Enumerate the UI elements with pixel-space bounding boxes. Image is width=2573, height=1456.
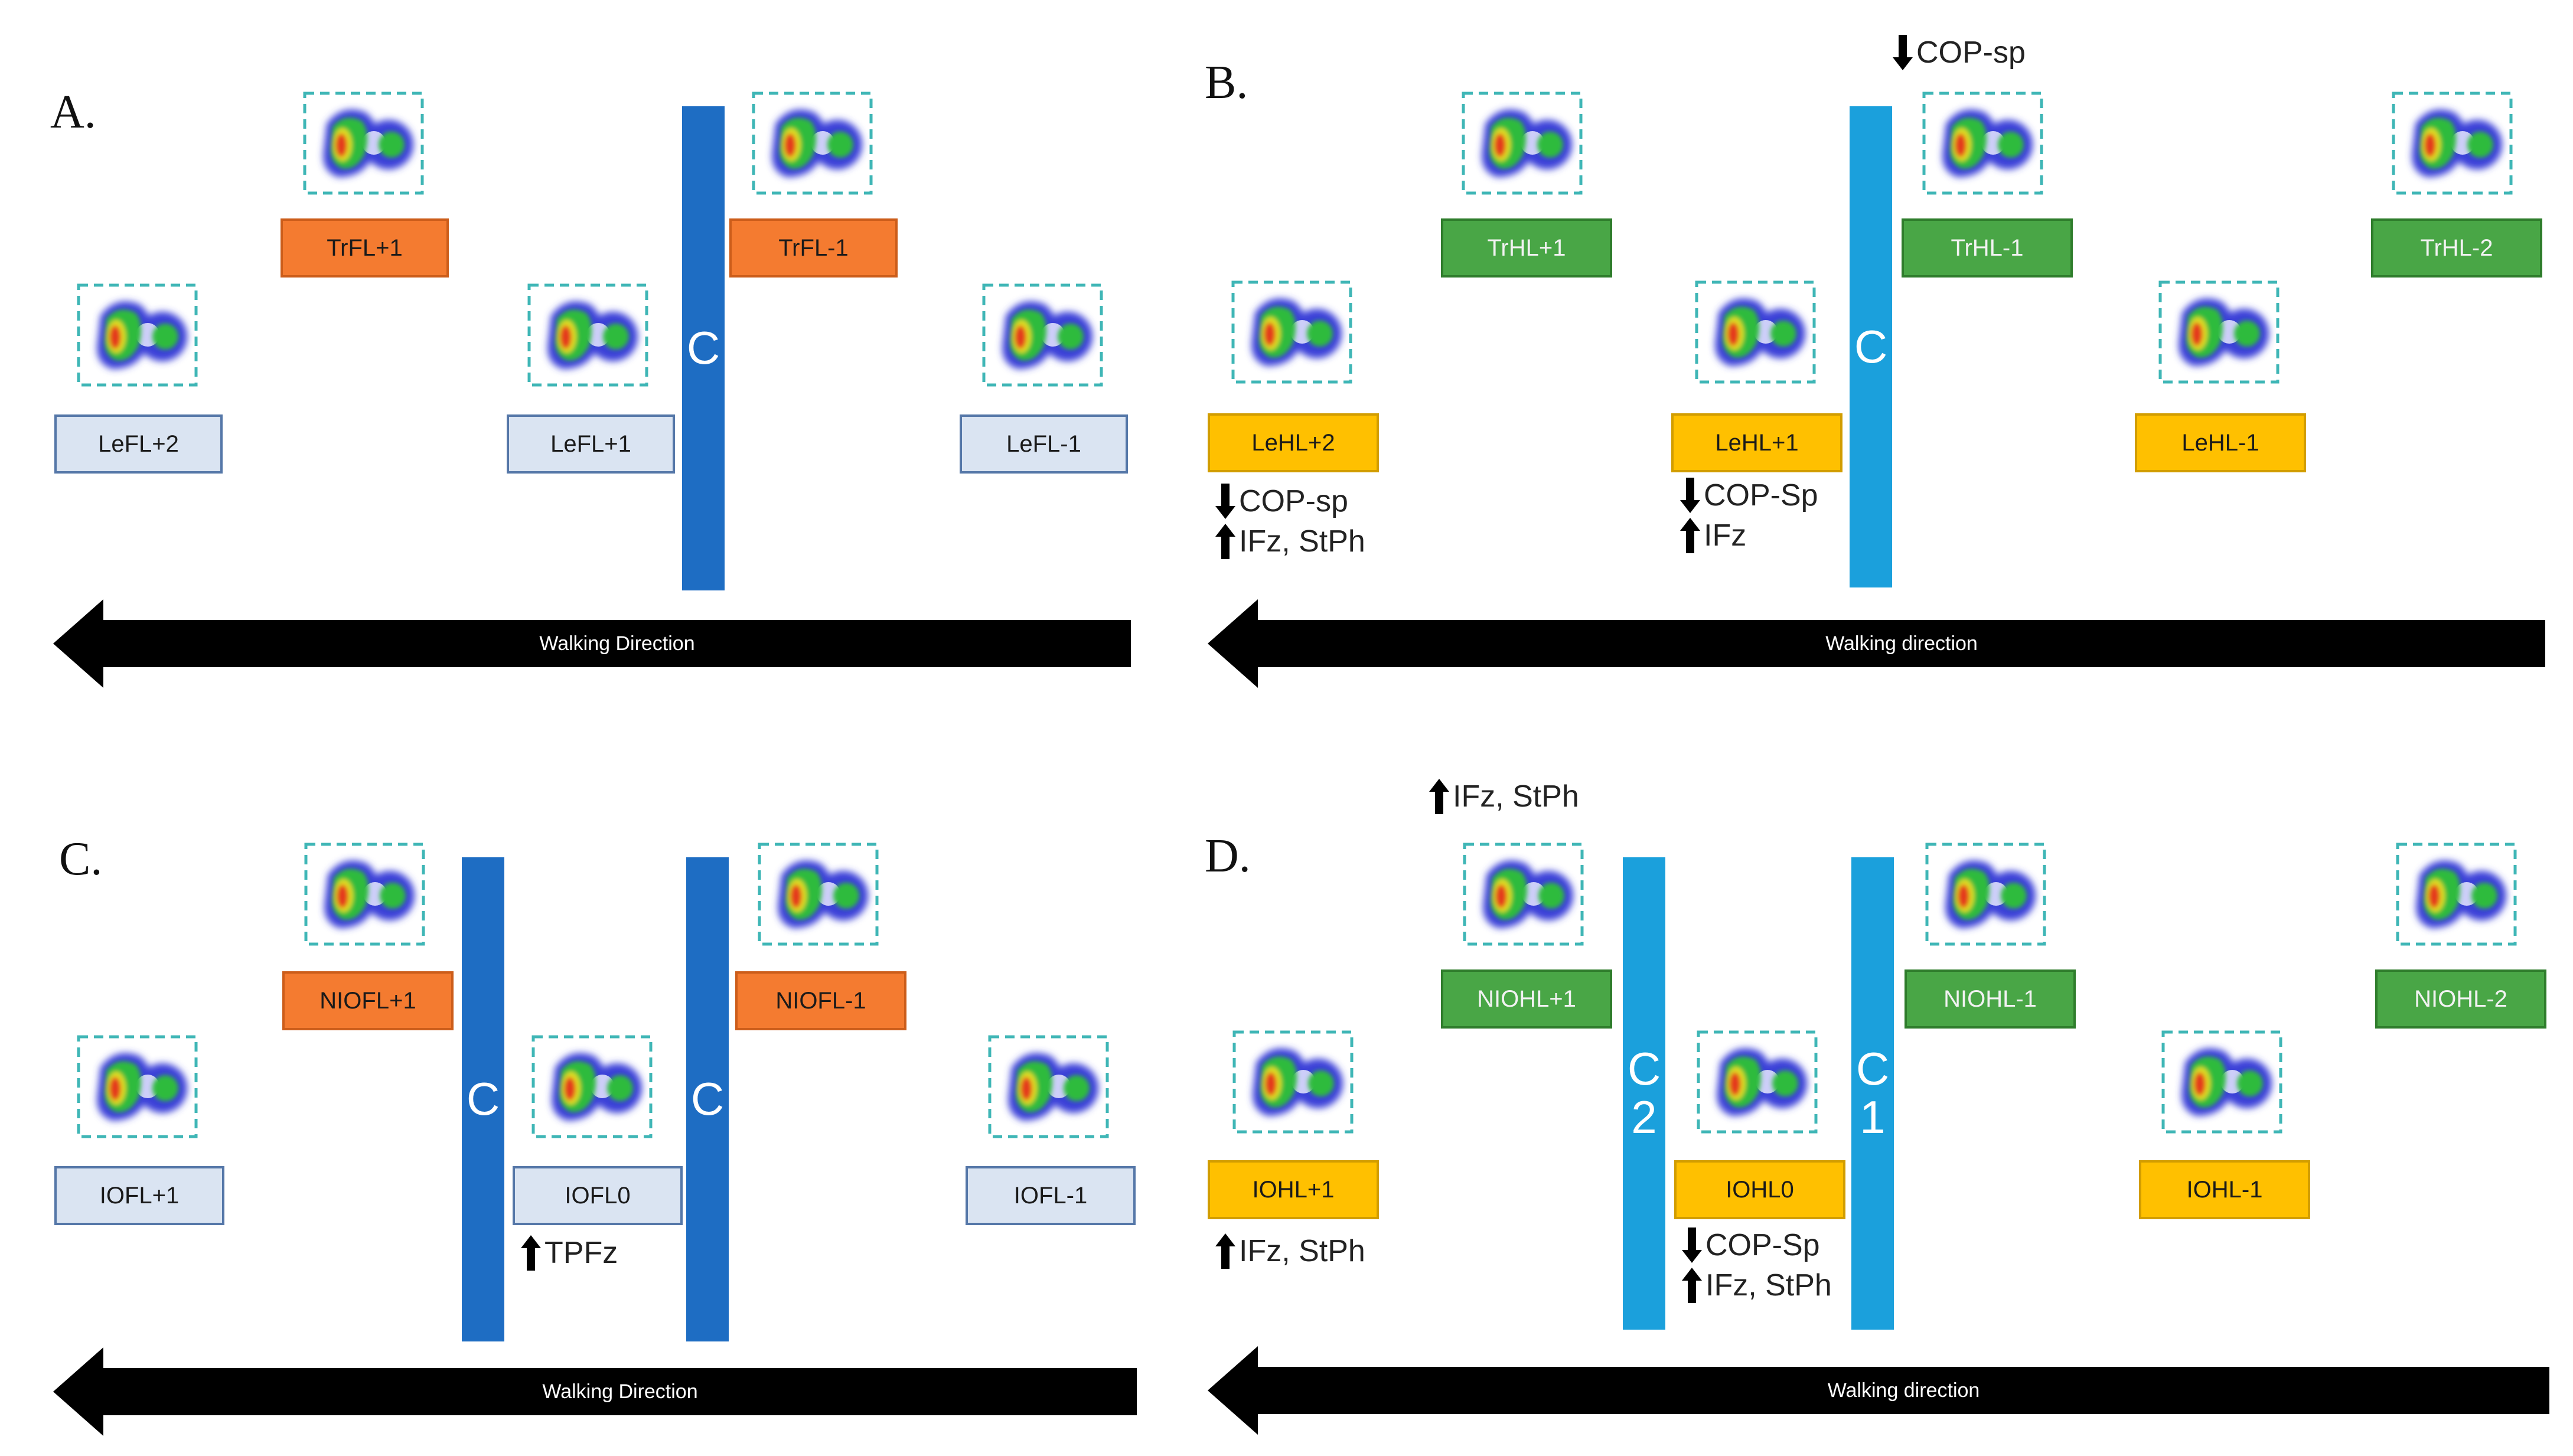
pressure-heatmap-icon <box>1460 840 1587 949</box>
crossing-bar: C <box>682 106 725 590</box>
crossing-bar-1: C 1 <box>1851 857 1894 1330</box>
arrow-up-icon <box>1215 524 1235 559</box>
walking-direction-label: Walking direction <box>1827 1379 1980 1402</box>
note-iofl0: TPFz <box>521 1233 618 1273</box>
walking-direction-arrow: Walking direction <box>1208 599 2545 688</box>
arrow-up-icon <box>1682 1268 1702 1303</box>
pressure-heatmap-icon <box>300 89 427 198</box>
label-trhl-minus1: TrHL-1 <box>1902 218 2073 278</box>
arrow-down-icon <box>1215 484 1235 519</box>
label-lefl-plus1: LeFL+1 <box>507 414 675 474</box>
label-lefl-minus1: LeFL-1 <box>960 414 1128 474</box>
label-iofl-0: IOFL0 <box>513 1166 683 1225</box>
arrow-up-icon <box>1215 1233 1235 1269</box>
walking-direction-arrow: Walking direction <box>1208 1346 2549 1435</box>
pressure-heatmap-icon <box>979 280 1106 390</box>
crossing-label: C <box>466 1073 500 1125</box>
note-lehl2: COP-sp IFz, StPh <box>1215 481 1365 561</box>
label-trfl-plus1: TrFL+1 <box>281 218 449 278</box>
pressure-heatmap-icon <box>1228 278 1355 387</box>
crossing-bar: C <box>1850 106 1892 587</box>
panel-a-letter: A. <box>50 86 96 138</box>
label-lehl-plus2: LeHL+2 <box>1208 413 1379 472</box>
note-top-d: IFz, StPh <box>1429 776 1579 817</box>
pressure-heatmap-icon <box>2393 840 2520 949</box>
label-lehl-minus1: LeHL-1 <box>2135 413 2306 472</box>
pressure-heatmap-icon <box>1692 278 1819 387</box>
pressure-heatmap-icon <box>1919 89 2046 198</box>
walking-direction-arrow: Walking Direction <box>53 1347 1137 1436</box>
panel-c-letter: C. <box>59 833 103 885</box>
crossing-bar: C <box>462 857 504 1341</box>
crossing-label: C <box>686 322 720 374</box>
label-iohl-minus1: IOHL-1 <box>2139 1160 2310 1219</box>
label-iofl-plus1: IOFL+1 <box>54 1166 224 1225</box>
label-iofl-minus1: IOFL-1 <box>966 1166 1136 1225</box>
walking-direction-arrow: Walking Direction <box>53 599 1131 688</box>
pressure-heatmap-icon <box>1922 840 2049 949</box>
label-niofl-plus1: NIOFL+1 <box>282 971 454 1030</box>
label-niohl-minus1: NIOHL-1 <box>1905 969 2076 1029</box>
label-niohl-plus1: NIOHL+1 <box>1441 969 1612 1029</box>
label-iohl-plus1: IOHL+1 <box>1208 1160 1379 1219</box>
note-top-b: COP-sp <box>1893 32 2026 73</box>
note-iohl0: COP-Sp IFz, StPh <box>1682 1225 1832 1305</box>
label-trhl-minus2: TrHL-2 <box>2371 218 2542 278</box>
crossing-label: C <box>1627 1043 1661 1095</box>
pressure-heatmap-icon <box>74 1032 201 1141</box>
crossing-label: C <box>1855 1043 1890 1095</box>
walking-direction-label: Walking direction <box>1825 632 1978 655</box>
pressure-heatmap-icon <box>749 89 876 198</box>
label-iohl-0: IOHL0 <box>1674 1160 1845 1219</box>
arrow-up-icon <box>1680 518 1700 553</box>
note-lehl1: COP-Sp IFz <box>1680 475 1818 556</box>
label-niohl-minus2: NIOHL-2 <box>2375 969 2546 1029</box>
crossing-number: 1 <box>1860 1091 1886 1143</box>
crossing-bar: C <box>686 857 729 1341</box>
pressure-heatmap-icon <box>2158 1027 2285 1137</box>
pressure-heatmap-icon <box>301 840 428 949</box>
arrow-up-icon <box>521 1235 541 1271</box>
pressure-heatmap-icon <box>529 1032 656 1141</box>
crossing-bar-2: C 2 <box>1623 857 1665 1330</box>
pressure-heatmap-icon <box>2155 278 2282 387</box>
walking-direction-label: Walking Direction <box>539 632 695 655</box>
pressure-heatmap-icon <box>1694 1027 1821 1137</box>
arrow-down-icon <box>1893 35 1913 70</box>
label-trfl-minus1: TrFL-1 <box>729 218 898 278</box>
arrow-down-icon <box>1680 478 1700 513</box>
label-niofl-minus1: NIOFL-1 <box>735 971 906 1030</box>
panel-d-letter: D. <box>1205 830 1251 882</box>
pressure-heatmap-icon <box>1230 1027 1356 1137</box>
pressure-heatmap-icon <box>1459 89 1586 198</box>
pressure-heatmap-icon <box>985 1032 1112 1141</box>
crossing-label: C <box>1854 320 1888 373</box>
crossing-number: 2 <box>1631 1091 1657 1143</box>
arrow-down-icon <box>1682 1228 1702 1263</box>
walking-direction-label: Walking Direction <box>542 1380 698 1403</box>
pressure-heatmap-icon <box>2389 89 2516 198</box>
note-iohl1: IFz, StPh <box>1215 1231 1365 1271</box>
pressure-heatmap-icon <box>524 280 651 390</box>
panel-b-letter: B. <box>1205 57 1248 109</box>
arrow-up-icon <box>1429 779 1449 814</box>
label-trhl-plus1: TrHL+1 <box>1441 218 1612 278</box>
crossing-label: C <box>690 1073 725 1125</box>
label-lehl-plus1: LeHL+1 <box>1671 413 1842 472</box>
label-lefl-plus2: LeFL+2 <box>54 414 223 474</box>
pressure-heatmap-icon <box>74 280 201 390</box>
pressure-heatmap-icon <box>755 840 882 949</box>
